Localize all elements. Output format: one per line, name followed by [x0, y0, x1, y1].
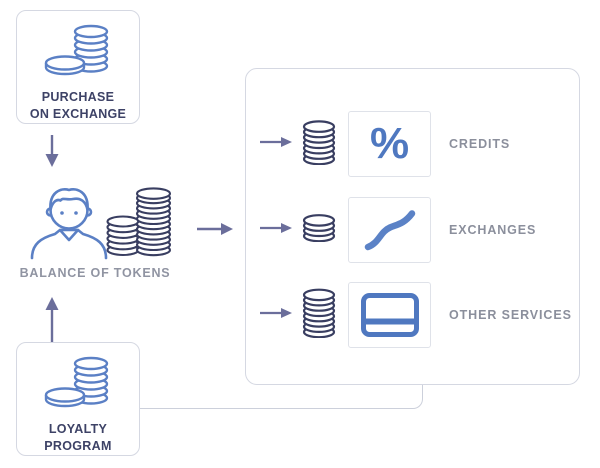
service-row-credits: % CREDITS [246, 111, 579, 177]
purchase-label-line1: PURCHASE [41, 90, 115, 104]
arrow-right-icon [259, 306, 293, 324]
services-panel: % CREDITS [245, 68, 580, 385]
coin-stack-icon [302, 213, 336, 247]
service-row-other-services: OTHER SERVICES [246, 282, 579, 348]
coins-icon [42, 356, 114, 413]
arrow-right-icon [259, 221, 293, 239]
arrow-up-icon [44, 296, 60, 347]
purchase-on-exchange-label: PURCHASE ON EXCHANGE [30, 89, 126, 122]
connector-line [140, 385, 423, 409]
percent-icon: % [348, 111, 431, 177]
arrow-right-icon [259, 135, 293, 153]
coin-stack-icon [302, 288, 336, 343]
loyalty-program-label: LOYALTY PROGRAM [44, 421, 111, 454]
arrow-right-icon [196, 222, 234, 241]
arrow-down-icon [44, 134, 60, 173]
bank-card-icon [348, 282, 431, 348]
loyalty-program-card: LOYALTY PROGRAM [16, 342, 140, 456]
growth-curve-icon [348, 197, 431, 263]
token-stacks-icon [106, 187, 176, 264]
service-label: CREDITS [449, 137, 511, 151]
service-label: EXCHANGES [449, 223, 537, 237]
loyalty-label-line2: PROGRAM [44, 438, 112, 453]
coins-icon [42, 24, 114, 81]
percent-symbol: % [369, 119, 410, 168]
purchase-label-line2: ON EXCHANGE [29, 106, 127, 121]
service-row-exchanges: EXCHANGES [246, 197, 579, 263]
service-label: OTHER SERVICES [449, 308, 572, 322]
purchase-on-exchange-card: PURCHASE ON EXCHANGE [16, 10, 140, 124]
loyalty-label-line1: LOYALTY [48, 422, 108, 436]
coin-stack-icon [302, 119, 336, 170]
person-icon [27, 186, 111, 265]
balance-of-tokens-label: BALANCE OF TOKENS [19, 266, 171, 280]
